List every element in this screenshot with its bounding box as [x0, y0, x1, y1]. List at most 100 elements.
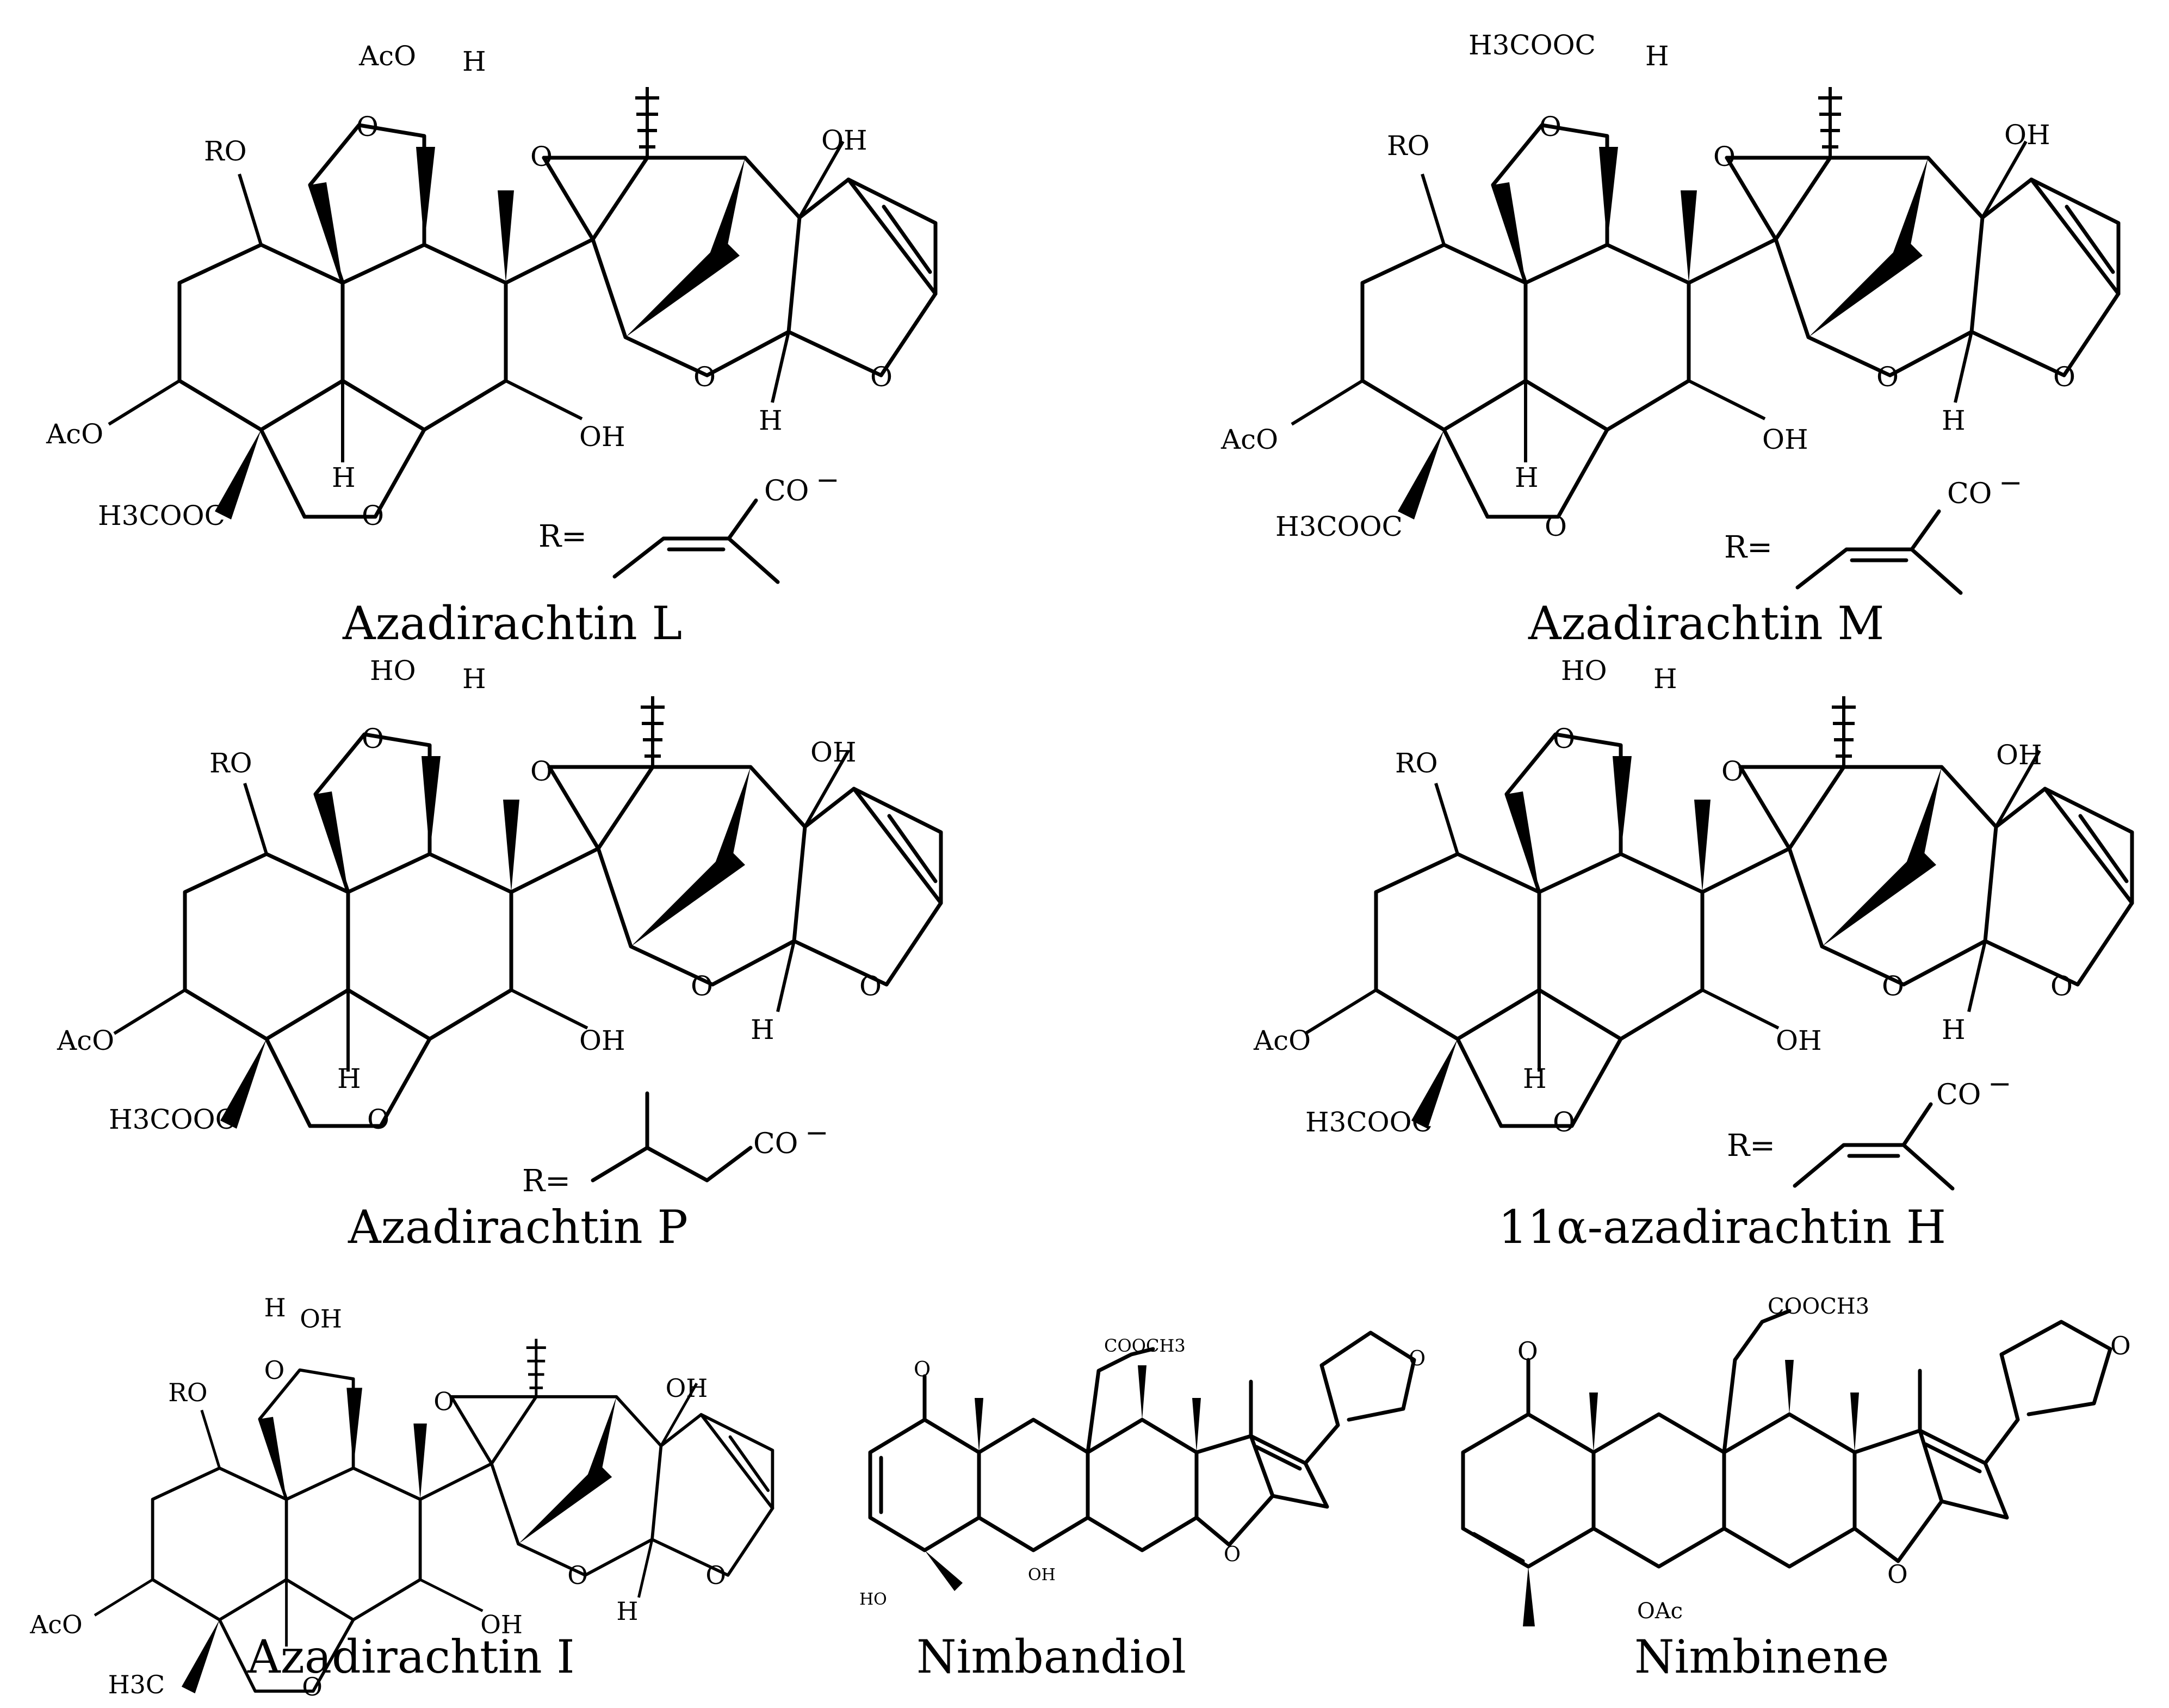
label-aco-left: AcO: [29, 1610, 83, 1639]
label-bridge-o: O: [1545, 511, 1567, 542]
label-epoxide-o: O: [1721, 756, 1744, 787]
label-ester: H3COOC: [109, 1104, 236, 1135]
label-oh-lower: OH: [579, 1025, 625, 1056]
structure-11a-azadirachtin-h: HO H O RO O OH O O H AcO OH H O H3COOC R…: [1253, 655, 2132, 1254]
label-h-mid: H: [1523, 1063, 1547, 1094]
label-h-top: H: [264, 1293, 286, 1322]
label-bridge-o: O: [362, 500, 384, 531]
label-oac: OAc: [1637, 1599, 1683, 1624]
label-aco-left: AcO: [57, 1025, 114, 1056]
caption: Azadirachtin L: [342, 597, 682, 650]
label-oac-top: HO: [1561, 655, 1607, 686]
r-group-acyl: CO: [753, 1128, 798, 1160]
label-oh: OH: [1028, 1565, 1056, 1585]
caption-nimbandiol: Nimbandiol: [916, 1630, 1186, 1684]
structure-nimbandiol: O COOCH3 O O HO OH: [859, 1330, 1426, 1609]
structure-azadirachtin-i: H OH O RO O OH O O H AcO OH O H3C: [29, 1293, 772, 1701]
label-furan-o: O: [705, 1561, 726, 1590]
label-pyran-o: O: [693, 361, 716, 393]
label-epoxide-o: O: [433, 1387, 454, 1416]
charge-minus: −: [1999, 467, 2023, 499]
label-oac-top: AcO: [358, 40, 416, 72]
label-ring-o: O: [1887, 1560, 1908, 1589]
label-h-bottom: H: [616, 1596, 638, 1626]
r-group-acyl: CO: [1936, 1079, 1981, 1111]
charge-minus: −: [805, 1117, 829, 1149]
label-oh-right: OH: [821, 125, 867, 156]
label-oh-right: OH: [810, 737, 857, 768]
label-bridge-o: O: [1553, 1106, 1575, 1138]
label-aco-left: AcO: [46, 418, 103, 450]
r-group: R= CO −: [1727, 1068, 2012, 1191]
label-h-bottom: H: [751, 1014, 774, 1045]
r-group: R= CO −: [522, 1091, 829, 1199]
label-pyran-o: O: [691, 970, 713, 1002]
charge-minus: −: [816, 464, 840, 497]
label-bridge-o: O: [367, 1104, 389, 1135]
label-h-top: H: [1653, 663, 1677, 695]
label-ring-o: O: [356, 111, 379, 143]
r-group-acyl: CO: [764, 475, 809, 508]
label-h-bottom: H: [1942, 1014, 1966, 1045]
charge-minus: −: [1988, 1068, 2012, 1100]
label-furan-o: O: [859, 970, 882, 1002]
label-epoxide-o: O: [530, 756, 553, 787]
label-h-bottom: H: [759, 405, 783, 436]
label-ring-o: O: [264, 1356, 285, 1385]
label-h-mid: H: [1515, 462, 1539, 493]
label-epoxide-o: O: [1713, 141, 1736, 172]
label-ring-o: O: [362, 723, 384, 754]
label-h-mid: H: [332, 462, 356, 493]
label-oh-lower: OH: [480, 1610, 523, 1639]
label-furan-o: O: [1409, 1346, 1426, 1370]
label-h-mid: H: [337, 1063, 361, 1094]
label-oh-right: OH: [2004, 119, 2050, 151]
structure-azadirachtin-m: H3COOC H O RO O OH O O H AcO OH H O H3CO…: [1220, 29, 2118, 650]
structure-azadirachtin-p: HO H O RO O OH O O H AcO OH H O H3COOC R…: [57, 655, 941, 1254]
label-h-bottom: H: [1942, 405, 1966, 436]
caption-nimbinene: Nimbinene: [1634, 1630, 1889, 1684]
label-oh-right: OH: [666, 1373, 708, 1403]
label-ester: H3COOC: [98, 500, 225, 531]
label-pyran-o: O: [1882, 970, 1904, 1002]
label-h-top: H: [462, 663, 486, 695]
r-group-label: R=: [1727, 1128, 1775, 1164]
label-ro: RO: [1387, 130, 1430, 162]
label-oh-lower: OH: [579, 421, 625, 453]
label-ro: RO: [168, 1378, 207, 1407]
r-group: R= CO −: [1724, 467, 2023, 595]
r-group-acyl: CO: [1947, 478, 1992, 510]
label-ro: RO: [209, 747, 252, 779]
label-ketone-o: O: [1517, 1336, 1538, 1366]
label-ro: RO: [204, 135, 247, 167]
label-furan-o: O: [2050, 970, 2073, 1002]
label-ho: HO: [859, 1590, 887, 1609]
label-oh-lower: OH: [1762, 424, 1808, 455]
r-group-label: R=: [538, 519, 587, 554]
label-pyran-o: O: [567, 1561, 588, 1590]
r-group: R= CO −: [538, 464, 840, 584]
label-ester: H3COOC: [1305, 1106, 1433, 1138]
caption: Azadirachtin M: [1528, 597, 1884, 650]
label-pyran-o: O: [1876, 361, 1899, 393]
label-oac-top: H3COOC: [1468, 29, 1596, 61]
label-ring-o: O: [1553, 723, 1575, 754]
label-epoxide-o: O: [530, 141, 553, 172]
label-ester: COOCH3: [1104, 1335, 1186, 1356]
label-ring-o: O: [1539, 111, 1561, 143]
caption-azadirachtin-i: Azadirachtin I: [247, 1630, 575, 1684]
label-ester: COOCH3: [1768, 1294, 1869, 1319]
label-ring-o: O: [1224, 1542, 1241, 1566]
label-furan-o: O: [870, 361, 893, 393]
label-furan-o: O: [2053, 361, 2075, 393]
structure-azadirachtin-l: AcO H O RO O OH O O H AcO OH H O H3COOC …: [46, 40, 935, 650]
r-group-label: R=: [1724, 530, 1773, 565]
label-h-top: H: [462, 46, 486, 77]
label-aco-left: AcO: [1253, 1025, 1311, 1056]
label-oh-right: OH: [1996, 739, 2042, 771]
label-h-top: H: [1645, 40, 1669, 72]
label-ketone-o: O: [914, 1357, 931, 1381]
r-group-label: R=: [522, 1164, 571, 1199]
caption: 11α-azadirachtin H: [1498, 1200, 1946, 1254]
